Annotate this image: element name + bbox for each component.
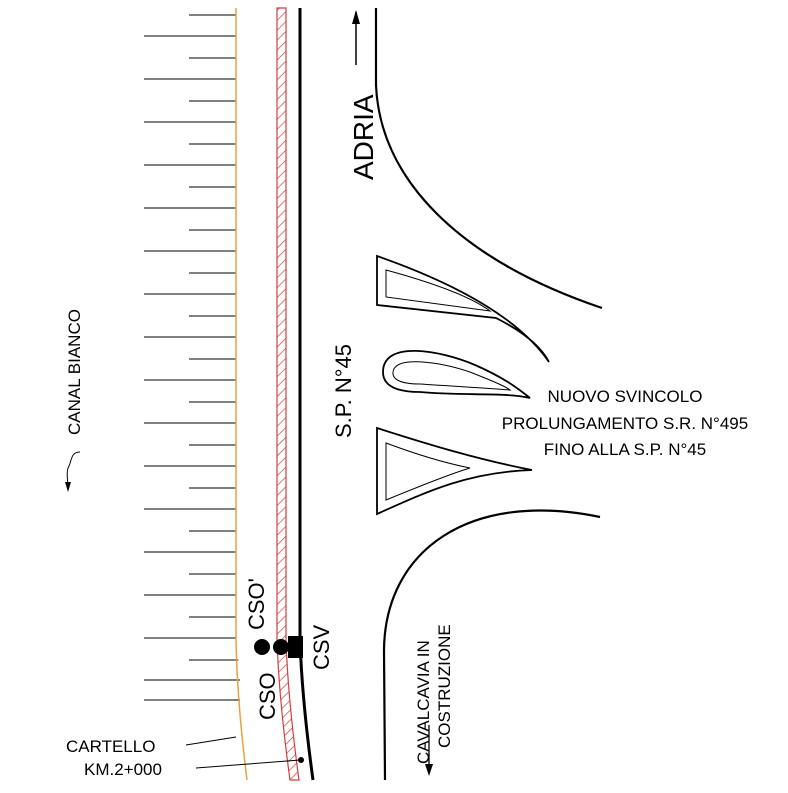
cavalcavia-direction-arrow [425, 725, 433, 776]
traffic-island-middle [382, 349, 531, 399]
canal-flow-arrow [65, 451, 81, 492]
cartello-point [298, 757, 304, 763]
svincolo-label-line2: PROLUNGAMENTO S.R. N°495 [502, 414, 748, 433]
cartello-label: CARTELLO [66, 737, 155, 756]
adria-direction-arrow [352, 10, 360, 65]
adria-label: ADRIA [348, 94, 379, 180]
hatched-strip [276, 7, 300, 781]
csv-marker [288, 636, 303, 658]
cavalcavia-label-line2: COSTRUZIONE [435, 624, 454, 748]
cavalcavia-label-line1: CAVALCAVIA IN [414, 640, 433, 764]
km-label: KM.2+000 [84, 760, 162, 779]
svincolo-label-line3: FINO ALLA S.P. N°45 [544, 440, 706, 459]
canal-bank-ticks [144, 14, 240, 701]
sp45-label: S.P. N°45 [331, 344, 356, 438]
cso-prime-marker [273, 639, 289, 655]
traffic-island-upper [376, 254, 550, 363]
canal-bianco-label: CANAL BIANCO [65, 309, 84, 435]
canal-edge-line [235, 8, 248, 781]
cartello-leader-lines [185, 736, 301, 769]
cso-label: CSO [255, 672, 280, 720]
lower-road-edge [382, 509, 601, 781]
upper-road-edge [374, 8, 603, 310]
csv-label: CSV [309, 624, 334, 670]
cso-marker [254, 639, 270, 655]
svincolo-label-line1: NUOVO SVINCOLO [548, 387, 703, 406]
cso-prime-label: CSO' [244, 578, 269, 630]
traffic-island-lower [376, 426, 533, 516]
